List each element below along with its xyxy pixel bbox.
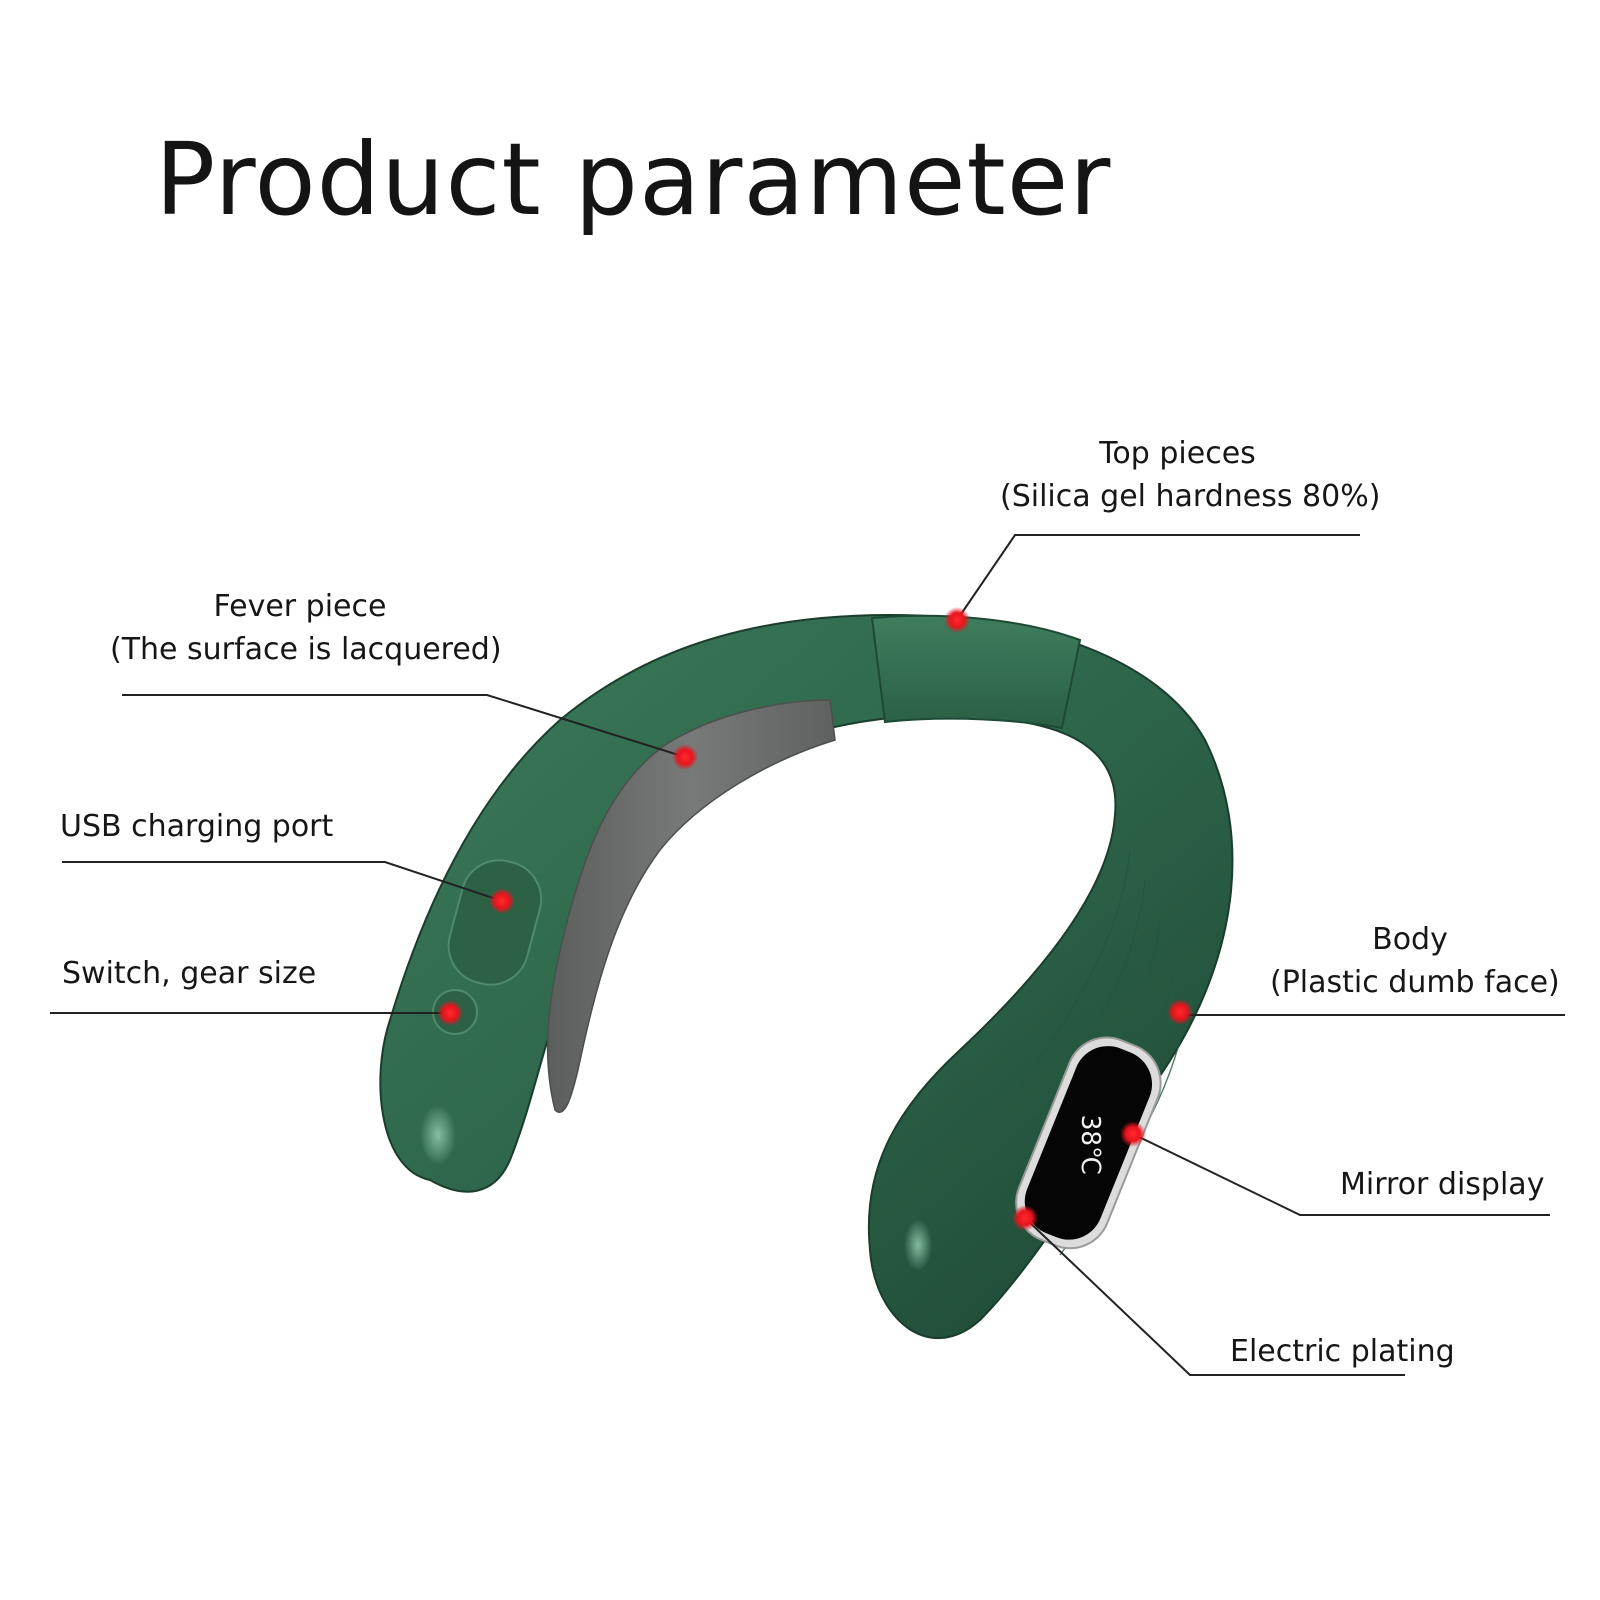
label-fever-piece-name: Fever piece [213,589,387,624]
marker-top-pieces [944,607,970,633]
label-fever-piece-detail: (The surface is lacquered) [110,632,502,667]
label-switch: Switch, gear size [62,952,316,995]
marker-usb-port [489,888,515,914]
leader-mirror-display [1132,1133,1550,1216]
fever-pad [546,699,836,1113]
label-top-pieces-detail: (Silica gel hardness 80%) [1000,479,1381,514]
top-piece-segment [870,614,1082,730]
label-body: Body (Plastic dumb face) [1270,918,1560,1004]
label-usb-port: USB charging port [60,805,333,848]
leader-electric-plating [1024,1217,1405,1376]
label-body-detail: (Plastic dumb face) [1270,965,1560,1000]
marker-mirror-display [1120,1121,1146,1147]
label-top-pieces-name: Top pieces [1099,436,1256,471]
label-electric-plating-name: Electric plating [1230,1334,1455,1369]
marker-switch [437,1000,463,1026]
page-title: Product parameter [155,121,1112,238]
left-tip-highlight [420,1105,456,1165]
label-usb-port-name: USB charging port [60,809,334,844]
label-body-name: Body [1372,922,1448,957]
markers [437,607,1193,1231]
leader-lines [50,534,1565,1376]
device-body: 38℃ [379,613,1234,1340]
right-tip-highlight [904,1219,932,1271]
marker-body [1167,999,1193,1025]
label-mirror-display-name: Mirror display [1340,1167,1545,1202]
label-top-pieces: Top pieces (Silica gel hardness 80%) [1000,432,1381,518]
label-mirror-display: Mirror display [1340,1163,1544,1206]
mirror-display: 38℃ [1015,1036,1162,1250]
display-readout: 38℃ [1075,1115,1105,1176]
marker-electric-plating [1012,1205,1038,1231]
label-electric-plating: Electric plating [1230,1330,1455,1373]
leader-top-pieces [956,534,1360,621]
label-switch-name: Switch, gear size [62,956,317,991]
label-fever-piece: Fever piece (The surface is lacquered) [110,585,502,671]
leader-fever-piece [122,694,686,758]
leader-usb-port [62,861,503,902]
marker-fever-piece [672,744,698,770]
display-screen [1024,1046,1153,1240]
